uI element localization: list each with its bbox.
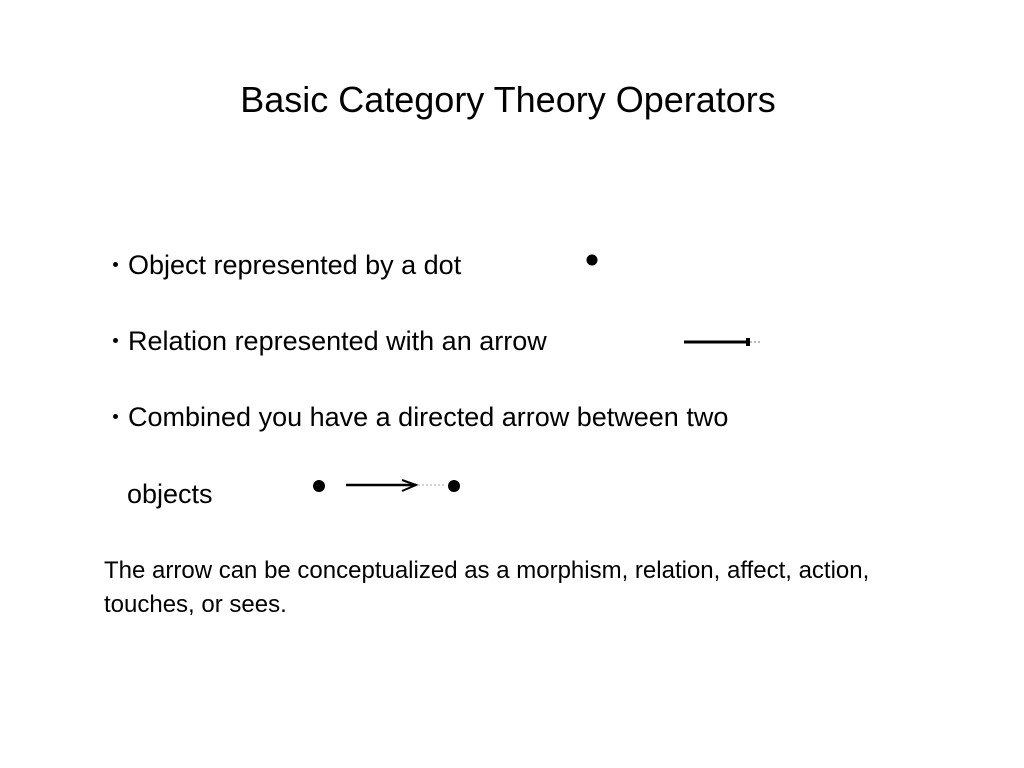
bullet-marker-icon (113, 262, 118, 267)
bullet-text: Combined you have a directed arrow betwe… (128, 402, 729, 432)
slide-title: Basic Category Theory Operators (240, 79, 776, 120)
dot-arrow-dot-icon (313, 479, 460, 492)
bullet-marker-icon (113, 338, 118, 343)
arrow-icon (684, 338, 760, 346)
bullet-item: Relation represented with an arrow (0, 321, 1024, 361)
explanation-paragraph: The arrow can be conceptualized as a mor… (104, 557, 870, 618)
bullet-marker-icon (113, 414, 118, 419)
dot-icon (586, 254, 598, 266)
bullet-item: Object represented by a dot (0, 245, 1024, 285)
bullet-item: Combined you have a directed arrow betwe… (0, 397, 1024, 437)
bullet-text-continuation: objects (127, 479, 213, 509)
bullet-text: Relation represented with an arrow (128, 326, 547, 356)
bullet-text: Object represented by a dot (128, 250, 462, 280)
